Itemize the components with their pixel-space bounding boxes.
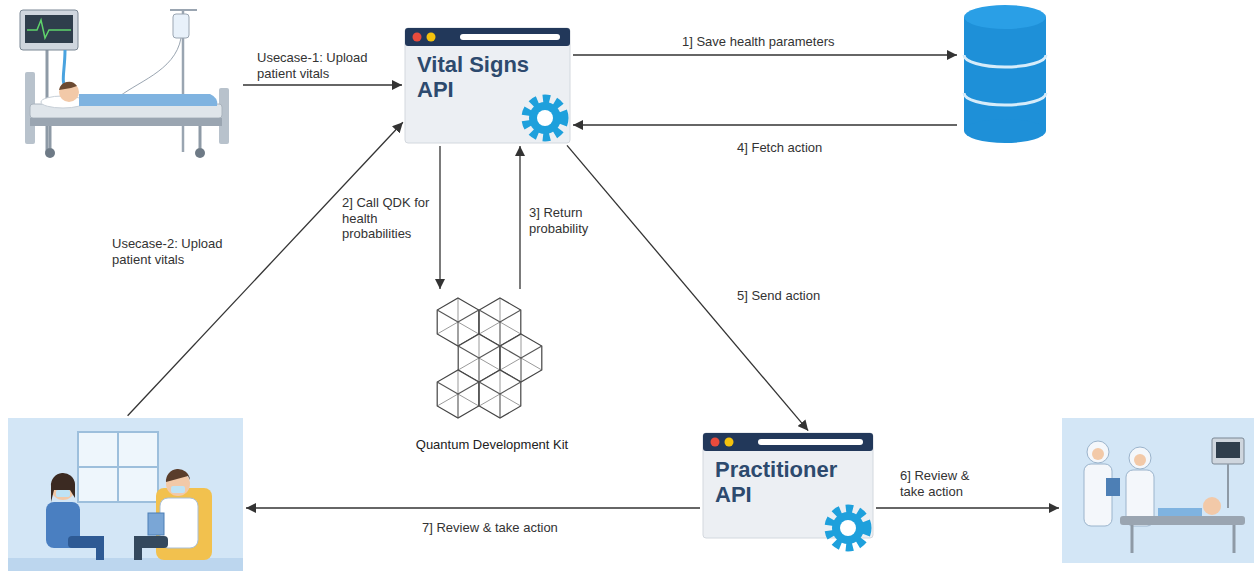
consultation-illustration bbox=[8, 418, 243, 571]
flow-arrow bbox=[246, 507, 700, 508]
flow-arrow bbox=[573, 54, 957, 55]
flow-arrow bbox=[519, 146, 520, 289]
flow-arrow bbox=[243, 84, 402, 85]
gear-icon bbox=[829, 509, 867, 547]
flow-arrow bbox=[573, 124, 957, 125]
node-caption: Quantum Development Kit bbox=[400, 437, 584, 452]
api-window bbox=[405, 28, 570, 143]
edge-label: 4] Fetch action bbox=[735, 140, 824, 156]
database-cylinder bbox=[964, 5, 1046, 143]
qdk-node: Quantum Development Kit bbox=[400, 292, 584, 456]
treatment-illustration bbox=[1062, 418, 1254, 563]
api-box: Vital Signs API bbox=[405, 28, 570, 143]
consultation-illustration bbox=[8, 418, 243, 571]
edge-label: Usecase-1: Upload patient vitals bbox=[255, 50, 384, 81]
edge-label: Usecase-2: Upload patient vitals bbox=[110, 236, 239, 267]
database bbox=[960, 5, 1050, 145]
treatment-illustration bbox=[1062, 418, 1254, 563]
api-title: Practitioner API bbox=[715, 457, 855, 508]
flow-arrow bbox=[876, 507, 1059, 508]
edge-label: 2] Call QDK for health probabilities bbox=[340, 195, 432, 242]
icu-bed-illustration bbox=[20, 10, 229, 158]
api-box: Practitioner API bbox=[703, 433, 873, 538]
edge-label: 5] Send action bbox=[735, 288, 822, 304]
api-window bbox=[703, 433, 873, 547]
edge-label: 1] Save health parameters bbox=[680, 34, 836, 50]
quantum-hexagons bbox=[437, 298, 542, 418]
edge-label: 6] Review & take action bbox=[898, 468, 994, 499]
flow-arrow bbox=[439, 146, 440, 289]
api-title: Vital Signs API bbox=[417, 52, 557, 103]
gear-icon bbox=[526, 99, 564, 137]
icu-illustration bbox=[5, 2, 240, 167]
edge-label: 7] Review & take action bbox=[420, 520, 560, 536]
edge-label: 3] Return probability bbox=[527, 205, 601, 236]
flow-arrow bbox=[128, 122, 403, 416]
